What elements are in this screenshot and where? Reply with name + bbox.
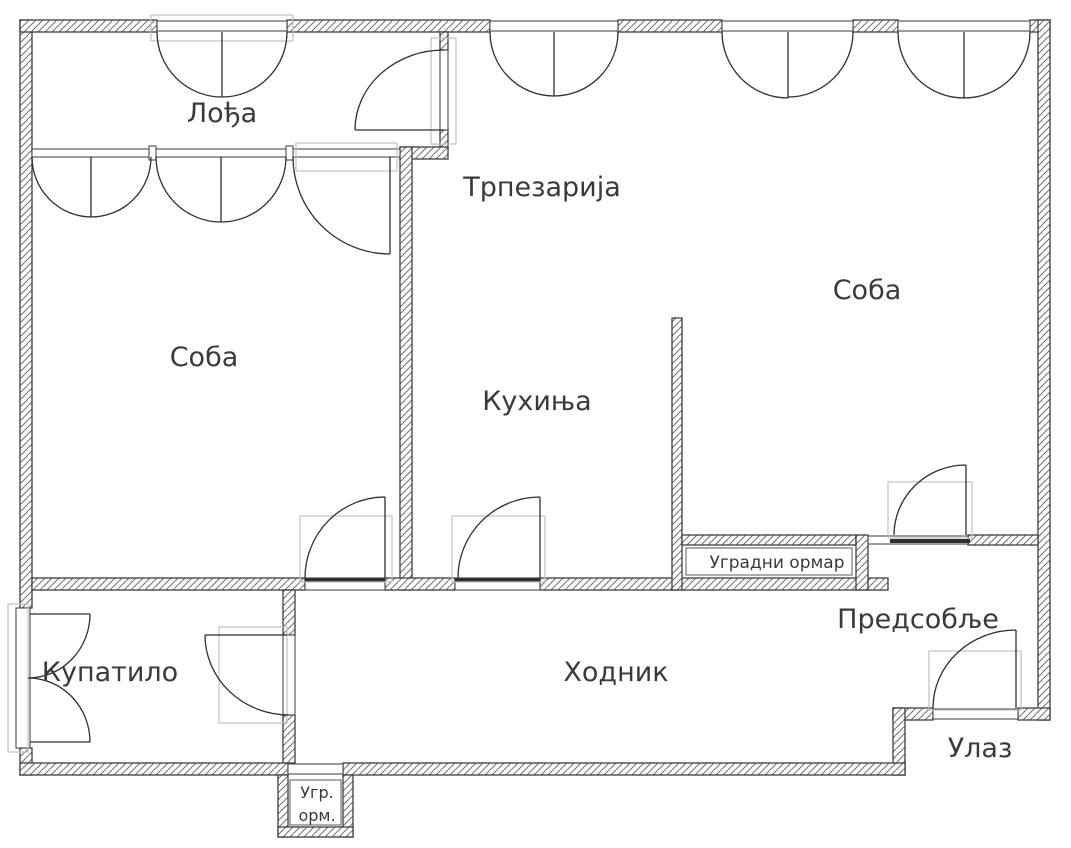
wall-hallway-a [31, 577, 306, 591]
wall-bathroom-top [282, 589, 296, 636]
band-mullion-1 [148, 145, 157, 161]
window-sill-4 [897, 20, 1031, 32]
closet-interior-outline [685, 547, 853, 576]
wall-bottom-1 [19, 762, 289, 776]
room-right-door-threshold [890, 539, 970, 543]
room-label-room-right: Соба [833, 275, 902, 306]
room-label-loggia: Лођа [187, 98, 257, 129]
window-4-room-right [897, 31, 1031, 99]
window-sill-2 [489, 20, 619, 32]
wall-bathroom-bottom [282, 714, 296, 764]
wall-kitchen-partition [671, 317, 683, 591]
wall-right [1037, 19, 1051, 721]
room-right-door-swing [893, 464, 967, 536]
wall-bottom-2 [342, 762, 906, 776]
balcony-door-swing [292, 156, 391, 255]
walls [19, 19, 1051, 838]
wall-loggia-right-top [439, 31, 449, 51]
frame-balcony-door [295, 142, 398, 172]
wall-top-2 [286, 19, 491, 33]
room-left-door-swing [304, 496, 386, 579]
room-label-hallway: Ходник [563, 657, 668, 688]
room-left-door-threshold [305, 578, 385, 582]
frame-bathroom-door [218, 626, 288, 724]
loggia-door-sill [439, 49, 449, 131]
frame-room-left-door [299, 515, 393, 583]
band-mullion-2 [285, 145, 294, 161]
kitchen-door-swing [457, 496, 541, 579]
frame-room-right-door [887, 481, 973, 539]
room-label-anteroom: Предсобље [837, 604, 999, 635]
band-window-1 [31, 156, 152, 218]
kitchen-door-threshold [455, 578, 540, 582]
wall-room-right-b [967, 534, 1039, 546]
wall-loggia-right-bottom [439, 129, 449, 150]
room-label-small-wardrobe-line1: Угр. [300, 783, 333, 802]
wall-ugr-box-bottom [277, 826, 354, 838]
ugr-box-opening-sill [287, 763, 344, 775]
frame-entrance-door [928, 650, 1022, 711]
window-3-room-right [721, 31, 854, 99]
sills-and-glazing [15, 20, 1031, 826]
wall-left-upper [19, 19, 33, 609]
wall-entrance-right [1017, 707, 1051, 721]
room-label-small-wardrobe-line2: орм. [298, 806, 335, 825]
wall-room-right-a [681, 534, 857, 546]
room-label-room-left: Соба [170, 342, 239, 373]
room-labels: Лођа Трпезарија Соба Соба Кухиња Уградни… [42, 98, 1013, 825]
frame-loggia-door [430, 37, 457, 145]
room-label-bathroom: Купатило [42, 657, 178, 688]
wall-closet-right [855, 534, 869, 591]
ugr-box-interior-outline [289, 779, 342, 826]
entrance-door-swing [932, 629, 1017, 709]
window-sill-1 [156, 20, 288, 32]
loggia-glazed-band [31, 148, 401, 158]
bathroom-window-swing [27, 613, 91, 743]
bathroom-door-swing [204, 634, 290, 716]
wall-hallway-c [539, 577, 889, 591]
wall-room-kitchen-divider [399, 146, 413, 591]
wall-top-1 [19, 19, 158, 33]
wall-top-3 [617, 19, 723, 33]
window-2-dining [489, 31, 619, 97]
wall-hallway-b [384, 577, 456, 591]
room-label-built-in-wardrobe: Уградни ормар [709, 553, 844, 573]
window-sill-3 [721, 20, 854, 32]
wall-top-4 [852, 19, 899, 33]
loggia-door-swing [354, 49, 445, 131]
room-label-kitchen: Кухиња [482, 386, 591, 417]
entrance-door-sill [932, 708, 1019, 720]
room-label-dining: Трпезарија [462, 172, 621, 203]
room-label-entrance: Улаз [948, 733, 1013, 764]
window-1-loggia [156, 31, 288, 98]
bathroom-door-sill [282, 634, 296, 716]
band-window-2 [155, 156, 287, 223]
frame-kitchen-door [451, 515, 546, 583]
window-door-frames [7, 14, 1022, 753]
opening-symbols [27, 31, 1031, 743]
